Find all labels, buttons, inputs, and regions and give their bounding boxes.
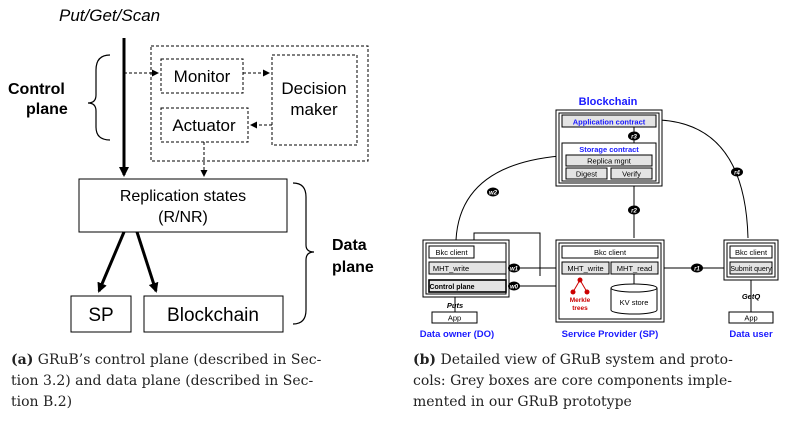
link-storage-do [455,155,561,241]
svg-text:r2: r2 [631,209,637,215]
merkle-trees-line1: Merkle [570,297,591,304]
do-mht-write-label: MHT_write [433,264,469,273]
do-app-box [431,311,478,324]
du-bkc-client-label: Bkc client [735,248,768,257]
actuator-box [160,107,249,143]
do-label: Data owner (DO) [420,329,494,340]
blockchain-box [143,295,284,333]
sp-mht-write-label: MHT_write [567,264,603,273]
svg-text:w0: w0 [510,285,519,291]
caption-b-line2: cols: Grey boxes are core components imp… [413,373,733,389]
badge-w0: w0 [508,281,520,291]
sp-mht-read-label: MHT_read [617,264,652,273]
replication-states-line1: Replication states [120,188,246,205]
merkle-tree-icon [570,277,590,295]
verify-label: Verify [622,170,641,179]
caption-b-tag: (b) [413,352,437,368]
control-plane-label-line2: plane [26,101,68,118]
merkle-trees-line2: trees [572,305,588,312]
sp-bkc-client-label: Bkc client [594,248,627,257]
do-control-plane-box [428,279,507,293]
svg-text:r1: r1 [694,267,700,273]
do-control-plane-label: Control plane [429,284,474,291]
badge-w2: w2 [487,187,499,197]
left-diagram: Put/Get/Scan Control plane Monitor Decis… [8,6,374,333]
decision-maker-box [271,54,358,146]
link-app-contract-du [659,119,749,239]
du-app-label: App [744,314,757,323]
caption-b-line1: Detailed view of GRuB system and proto- [440,352,733,368]
svg-text:r3: r3 [631,135,637,141]
right-diagram: Blockchain Application contract Storage … [420,96,779,340]
do-puts-label: Puts [447,301,463,310]
replication-states-box [78,178,288,233]
control-plane-label-line1: Control [8,81,65,98]
sp-label: SP [88,305,113,326]
sp-box [70,295,132,333]
decision-maker-line1: Decision [281,79,346,98]
du-bkc-client-box [729,245,773,259]
states-to-blockchain-arrow [135,231,159,293]
badge-r2: r2 [628,205,640,215]
sp-bkc-client-box [561,245,659,259]
top-label: Put/Get/Scan [59,6,160,25]
monitor-box [160,58,244,94]
decision-maker-line2: maker [290,100,338,119]
badge-r4: r4 [731,167,743,177]
replica-mgnt-label: Replica mgnt [587,157,632,166]
du-submit-query-box [729,261,773,275]
caption-b: (b) Detailed view of GRuB system and pro… [413,350,788,413]
du-getq-label: GetQ [742,292,761,301]
du-submit-query-label: Submit query [730,266,772,273]
svg-text:r4: r4 [734,171,740,177]
blockchain-title: Blockchain [579,96,638,108]
data-plane-label-line2: plane [332,259,374,276]
svg-text:w1: w1 [510,267,519,273]
storage-contract-label: Storage contract [579,145,639,154]
verify-box [610,167,653,180]
badge-r3: r3 [628,131,640,141]
actuator-label: Actuator [172,116,236,135]
do-app-label: App [448,314,461,323]
application-contract-label: Application contract [573,118,646,127]
caption-a-line2: tion 3.2) and data plane (described in S… [11,373,314,389]
caption-a-line1: GRuB’s control plane (described in Sec- [37,352,322,368]
application-contract-box [561,114,657,128]
do-bkc-client-box [428,245,475,259]
badge-r1: r1 [691,263,703,273]
states-to-sp-arrow [97,231,126,293]
sp-mht-write-box [561,261,610,275]
kv-store-label: KV store [620,298,649,307]
du-label: Data user [729,329,773,340]
caption-a: (a) GRuB’s control plane (described in S… [11,350,386,413]
data-plane-label-line1: Data [332,237,367,254]
kv-store-cylinder [610,283,658,315]
digest-box [565,167,608,180]
blockchain-label: Blockchain [167,305,259,326]
caption-b-line3: mented in our GRuB prototype [413,394,632,410]
replication-states-line2: (R/NR) [158,209,208,226]
control-plane-brace [87,54,111,141]
replica-mgnt-box [565,154,653,167]
sp-label: Service Provider (SP) [562,329,659,340]
monitor-label: Monitor [174,67,231,86]
digest-label: Digest [576,170,598,179]
du-app-box [728,311,774,324]
data-plane-brace [292,182,315,325]
caption-a-tag: (a) [11,352,34,368]
badge-w1: w1 [508,263,520,273]
caption-a-line3: tion B.2) [11,394,73,410]
control-plane-container [150,45,369,162]
do-mht-write-box [428,261,507,275]
svg-text:w2: w2 [489,191,498,197]
do-bkc-client-label: Bkc client [435,248,468,257]
